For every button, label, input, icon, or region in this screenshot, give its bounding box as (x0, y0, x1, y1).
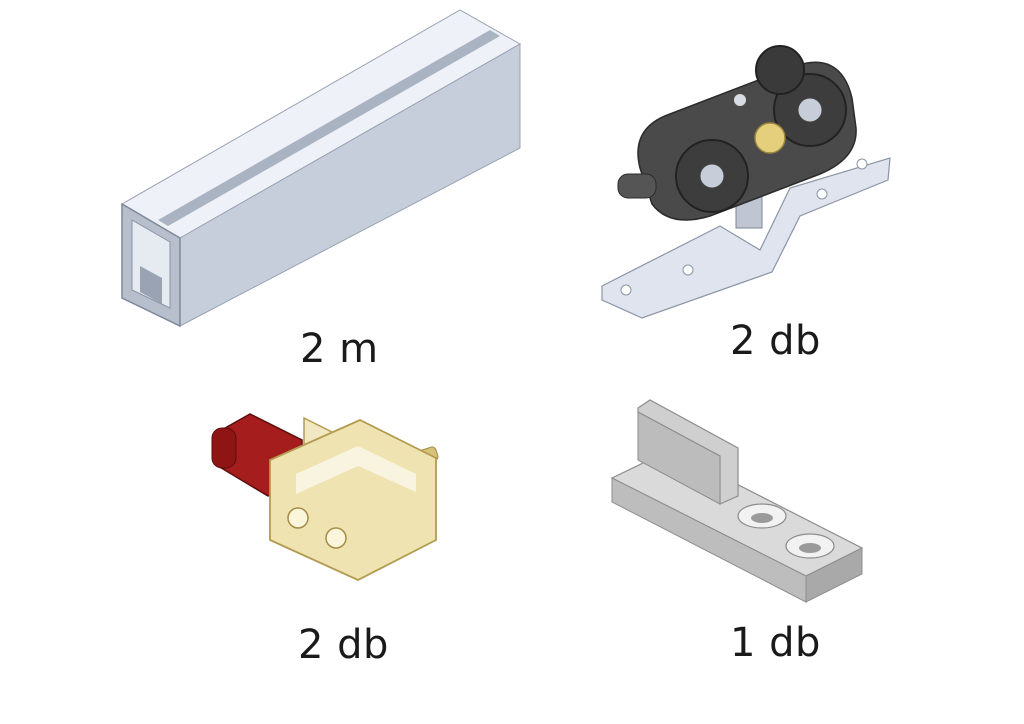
trolley-item: 2 db (600, 38, 900, 368)
guide-quantity: 1 db (730, 620, 821, 666)
bracket-quantity: 2 db (298, 622, 389, 668)
trolley-quantity: 2 db (730, 318, 821, 364)
bracket-image (211, 413, 439, 581)
rail-image (121, 9, 522, 328)
guide-item: 1 db (610, 398, 880, 678)
guide-image (610, 399, 864, 603)
trolley-image (601, 45, 891, 319)
bracket-item: 2 db (210, 400, 460, 680)
rail-item: 2 m (110, 8, 530, 372)
rail-quantity: 2 m (300, 326, 379, 372)
